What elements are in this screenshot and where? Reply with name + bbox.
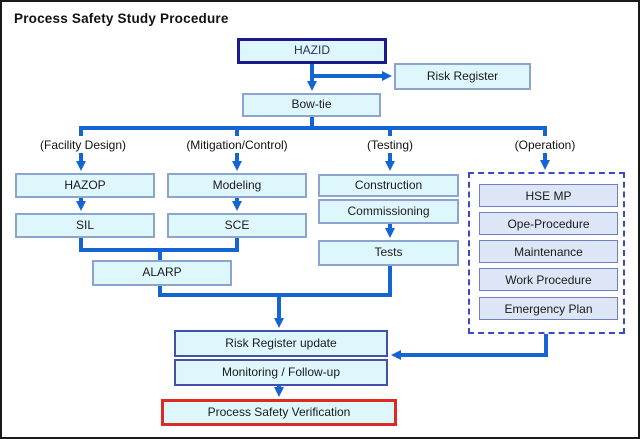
node-hazid: HAZID	[237, 38, 387, 64]
node-risk-register: Risk Register	[394, 63, 531, 90]
node-modeling: Modeling	[167, 173, 307, 198]
node-sce: SCE	[167, 213, 307, 238]
operation-group-container: HSE MP Ope-Procedure Maintenance Work Pr…	[468, 172, 625, 334]
node-monitoring-followup: Monitoring / Follow-up	[174, 359, 388, 386]
node-risk-register-label: Risk Register	[426, 68, 499, 83]
node-tests: Tests	[318, 240, 459, 266]
node-monitoring-followup-label: Monitoring / Follow-up	[221, 364, 341, 379]
node-bowtie-label: Bow-tie	[291, 97, 332, 112]
node-process-safety-verification-label: Process Safety Verification	[207, 404, 351, 419]
node-sce-label: SCE	[224, 217, 250, 232]
node-bowtie: Bow-tie	[242, 93, 381, 117]
connector-alarp-tests-merge	[158, 266, 392, 297]
node-work-procedure-label: Work Procedure	[505, 272, 592, 287]
node-tests-label: Tests	[374, 245, 403, 260]
column-label-mitigation-control: (Mitigation/Control)	[186, 138, 288, 152]
column-label-operation: (Operation)	[514, 138, 576, 152]
node-hazop: HAZOP	[15, 173, 155, 198]
node-hazop-label: HAZOP	[64, 177, 106, 192]
node-emergency-plan-label: Emergency Plan	[504, 301, 593, 316]
node-ope-procedure: Ope-Procedure	[479, 212, 618, 235]
node-risk-register-update-label: Risk Register update	[225, 335, 337, 350]
column-label-testing: (Testing)	[366, 138, 414, 152]
connector-operation-riskupdate	[391, 334, 548, 360]
node-commissioning-label: Commissioning	[347, 203, 430, 218]
node-construction: Construction	[318, 174, 459, 197]
node-hse-mp: HSE MP	[479, 184, 618, 207]
connector-bus	[79, 126, 547, 136]
node-hazid-label: HAZID	[294, 43, 330, 58]
column-label-facility-design: (Facility Design)	[39, 138, 127, 152]
node-construction-label: Construction	[354, 177, 423, 192]
node-modeling-label: Modeling	[212, 177, 262, 192]
connector-sil-sce-merge	[79, 237, 239, 252]
node-alarp: ALARP	[92, 260, 232, 286]
node-emergency-plan: Emergency Plan	[479, 297, 618, 320]
node-maintenance: Maintenance	[479, 240, 618, 263]
node-work-procedure: Work Procedure	[479, 268, 618, 291]
node-risk-register-update: Risk Register update	[174, 330, 388, 357]
node-maintenance-label: Maintenance	[514, 244, 583, 259]
node-alarp-label: ALARP	[142, 265, 182, 280]
node-sil: SIL	[15, 213, 155, 238]
node-commissioning: Commissioning	[318, 199, 459, 224]
page-title: Process Safety Study Procedure	[14, 11, 229, 26]
node-hse-mp-label: HSE MP	[525, 188, 572, 203]
node-process-safety-verification: Process Safety Verification	[161, 399, 397, 426]
node-ope-procedure-label: Ope-Procedure	[507, 216, 590, 231]
node-sil-label: SIL	[75, 217, 94, 232]
